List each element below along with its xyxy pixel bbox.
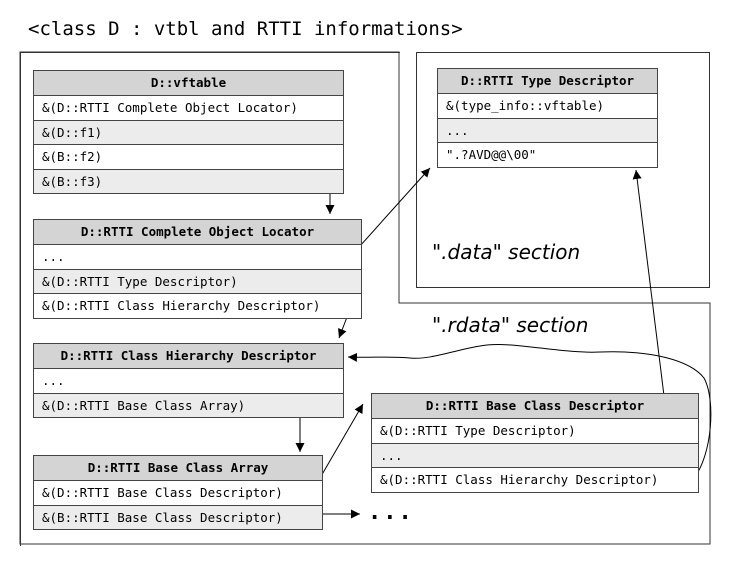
vftable-header: D::vftable bbox=[34, 71, 343, 96]
rdata-section-label: ".rdata" section bbox=[432, 313, 589, 337]
complete-object-locator-header: D::RTTI Complete Object Locator bbox=[34, 220, 361, 245]
vftable-row: &(B::f2) bbox=[34, 145, 343, 170]
type-descriptor-box: D::RTTI Type Descriptor &(type_info::vft… bbox=[437, 68, 658, 168]
base-class-descriptor-row: &(D::RTTI Class Hierarchy Descriptor) bbox=[380, 472, 659, 487]
type-descriptor-row: &(type_info::vftable) bbox=[438, 94, 657, 119]
complete-object-locator-box: D::RTTI Complete Object Locator ... &(D:… bbox=[33, 219, 362, 319]
class-hierarchy-descriptor-header: D::RTTI Class Hierarchy Descriptor bbox=[34, 344, 343, 369]
complete-object-locator-row: &(D::RTTI Class Hierarchy Descriptor) bbox=[42, 298, 321, 313]
base-class-array-header: D::RTTI Base Class Array bbox=[34, 456, 322, 481]
base-class-array-row: &(D::RTTI Base Class Descriptor) bbox=[34, 481, 322, 506]
type-descriptor-header: D::RTTI Type Descriptor bbox=[438, 69, 657, 94]
base-class-descriptor-row: ... bbox=[372, 443, 698, 468]
diagram-title: <class D : vtbl and RTTI informations> bbox=[28, 18, 463, 40]
type-descriptor-row: ".?AVD@@\00" bbox=[446, 147, 537, 162]
type-descriptor-row: ... bbox=[438, 118, 657, 143]
rdata-region-border bbox=[19, 51, 711, 545]
class-hierarchy-descriptor-row: &(D::RTTI Base Class Array) bbox=[34, 393, 343, 417]
base-class-descriptor-box: D::RTTI Base Class Descriptor &(D::RTTI … bbox=[371, 393, 699, 493]
class-hierarchy-descriptor-row: ... bbox=[34, 369, 343, 394]
arrow-bcd-to-type-descriptor bbox=[632, 169, 669, 429]
vftable-row: &(D::f1) bbox=[34, 120, 343, 145]
vftable-box: D::vftable &(D::RTTI Complete Object Loc… bbox=[33, 70, 344, 194]
base-class-array-box: D::RTTI Base Class Array &(D::RTTI Base … bbox=[33, 455, 323, 530]
vftable-row: &(D::RTTI Complete Object Locator) bbox=[34, 96, 343, 121]
class-hierarchy-descriptor-box: D::RTTI Class Hierarchy Descriptor ... &… bbox=[33, 343, 344, 418]
arrow-bcd-to-chd bbox=[347, 344, 712, 479]
base-class-array-row: &(B::RTTI Base Class Descriptor) bbox=[34, 505, 322, 529]
vftable-row: &(B::f3) bbox=[34, 169, 343, 193]
continuation-ellipsis: ... bbox=[368, 500, 414, 525]
base-class-descriptor-header: D::RTTI Base Class Descriptor bbox=[372, 394, 698, 419]
complete-object-locator-row: &(D::RTTI Type Descriptor) bbox=[34, 269, 361, 294]
base-class-descriptor-row: &(D::RTTI Type Descriptor) bbox=[372, 419, 698, 444]
data-section-label: ".data" section bbox=[432, 240, 581, 264]
complete-object-locator-row: ... bbox=[34, 245, 361, 270]
data-region bbox=[416, 52, 710, 288]
